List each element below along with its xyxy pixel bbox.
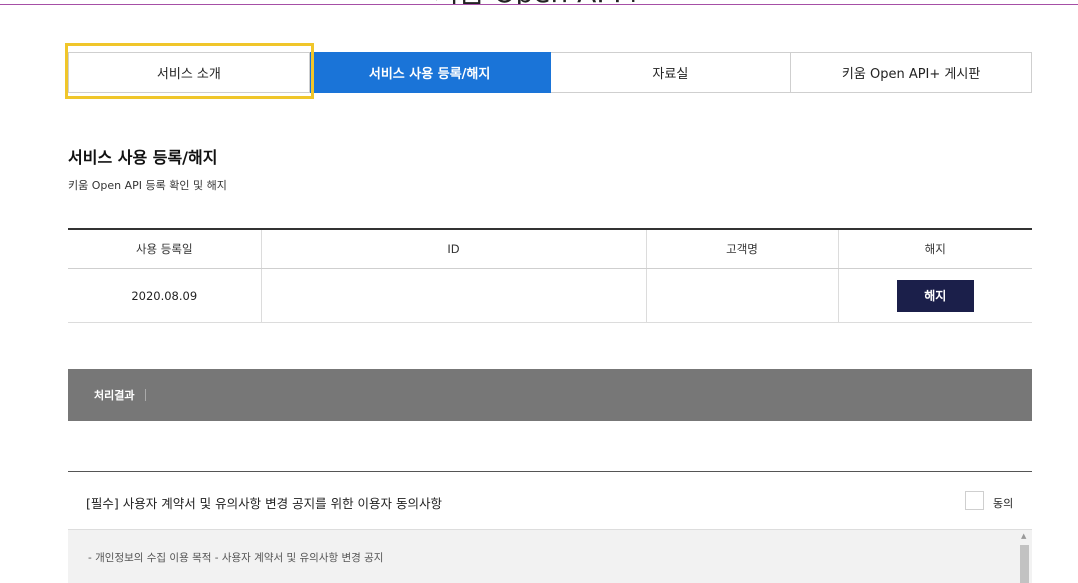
- scroll-up-icon[interactable]: ▲: [1021, 532, 1027, 540]
- result-bar: 처리결과: [68, 369, 1032, 421]
- header-customer-name: 고객명: [646, 228, 839, 269]
- cell-id: [261, 268, 647, 323]
- cancel-button[interactable]: 해지: [896, 279, 974, 312]
- table-header-row: 사용 등록일 ID 고객명 해지: [68, 228, 1032, 269]
- tab-board[interactable]: 키움 Open API+ 게시판: [791, 52, 1032, 93]
- header-cancel: 해지: [838, 228, 1032, 269]
- section-subtitle: 키움 Open API 등록 확인 및 해지: [68, 179, 227, 192]
- terms-box: - 개인정보의 수집 이용 목적 - 사용자 계약서 및 유의사항 변경 공지 …: [68, 529, 1032, 583]
- cell-cancel: 해지: [838, 268, 1032, 323]
- consent-text: [필수] 사용자 계약서 및 유의사항 변경 공지를 위한 이용자 동의사항: [86, 496, 443, 511]
- consent-checkbox[interactable]: [965, 491, 984, 510]
- cell-register-date: 2020.08.09: [68, 268, 262, 323]
- table-row: 2020.08.09 해지: [68, 268, 1032, 323]
- result-label: 처리결과: [94, 389, 135, 402]
- section-title: 서비스 사용 등록/해지: [68, 148, 218, 167]
- top-divider: [0, 4, 1078, 5]
- cell-customer-name: [646, 268, 839, 323]
- tab-service-register[interactable]: 서비스 사용 등록/해지: [309, 52, 551, 93]
- tab-downloads[interactable]: 자료실: [550, 52, 792, 93]
- title-mask: [440, 5, 640, 13]
- scroll-thumb[interactable]: [1020, 545, 1029, 583]
- tab-service-intro[interactable]: 서비스 소개: [68, 52, 310, 93]
- consent-divider: [68, 471, 1032, 472]
- header-id: ID: [261, 228, 647, 269]
- tab-bar: 서비스 소개 서비스 사용 등록/해지 자료실 키움 Open API+ 게시판: [68, 52, 1032, 93]
- consent-checkbox-label[interactable]: 동의: [993, 497, 1014, 510]
- registration-table: 사용 등록일 ID 고객명 해지 2020.08.09 해지: [68, 228, 1032, 323]
- header-register-date: 사용 등록일: [68, 228, 262, 269]
- result-separator: [145, 389, 147, 401]
- terms-scrollbar[interactable]: ▲: [1019, 530, 1030, 583]
- terms-text: - 개인정보의 수집 이용 목적 - 사용자 계약서 및 유의사항 변경 공지: [88, 552, 384, 564]
